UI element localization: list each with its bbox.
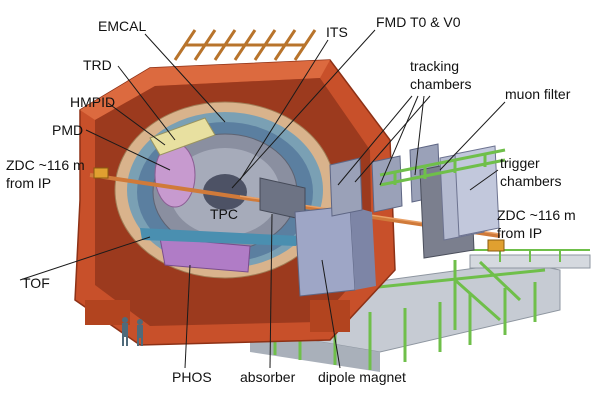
people-scale-figures — [122, 317, 143, 346]
label-dipole-magnet: dipole magnet — [318, 369, 406, 385]
label-emcal: EMCAL — [98, 18, 147, 34]
label-fmd-t0-v0: FMD T0 & V0 — [376, 14, 461, 30]
label-its: ITS — [326, 24, 348, 40]
label-zdc-right-line1: ZDC ~116 m — [497, 207, 576, 223]
label-absorber: absorber — [240, 369, 296, 385]
muon-arm-green-frame — [379, 148, 506, 187]
zdc-right-box — [487, 239, 505, 252]
label-tracking-chambers-line2: chambers — [410, 76, 472, 92]
hmpid-panel — [149, 117, 216, 156]
label-hmpid: HMPID — [70, 94, 116, 110]
label-tracking-chambers-line1: tracking — [410, 58, 460, 74]
label-trd: TRD — [83, 57, 112, 73]
l3-magnet-top-face — [80, 60, 330, 120]
zdc-left-box — [93, 167, 109, 179]
phos-module — [159, 237, 251, 273]
label-leader-lines — [19, 29, 506, 369]
label-zdc-left-line1: ZDC ~116 m — [6, 157, 85, 173]
label-muon-filter: muon filter — [505, 86, 571, 102]
label-phos: PHOS — [172, 369, 212, 385]
label-trigger-chambers-line1: trigger — [500, 155, 540, 171]
magnet-roof-beams — [173, 29, 317, 61]
dipole-magnet — [294, 205, 356, 297]
dipole-magnet-side — [350, 206, 376, 290]
label-pmd: PMD — [52, 122, 84, 138]
label-tof: TOF — [22, 275, 50, 291]
label-zdc-right-line2: from IP — [497, 225, 543, 241]
tof-lower-band — [140, 228, 300, 246]
magnet-foot-right — [310, 300, 350, 332]
label-zdc-left-line2: from IP — [6, 175, 52, 191]
label-tpc: TPC — [210, 206, 238, 222]
label-trigger-chambers-line2: chambers — [500, 173, 562, 189]
